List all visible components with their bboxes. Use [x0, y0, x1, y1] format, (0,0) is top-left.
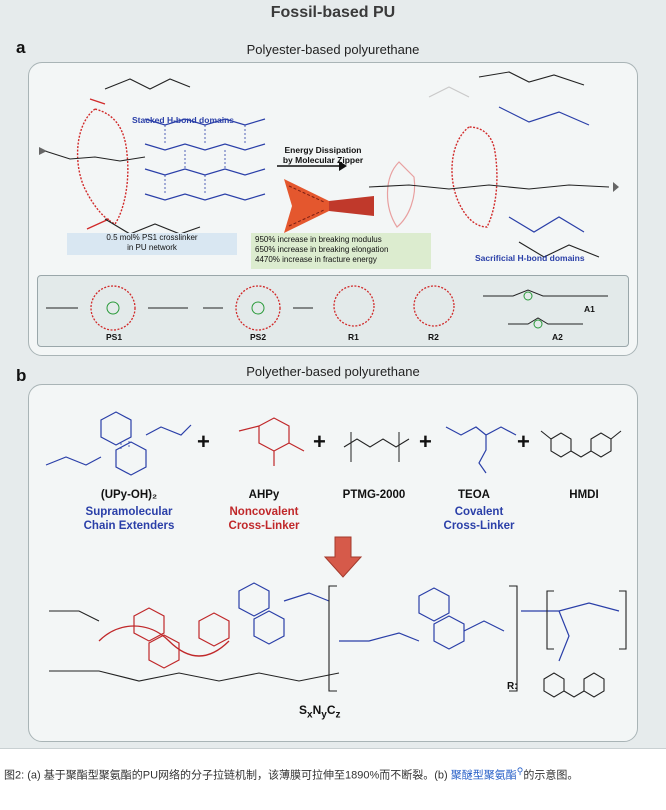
crosslinker-note: 0.5 mol% PS1 crosslinker in PU network: [67, 233, 237, 255]
stacked-hbond-label: Stacked H-bond domains: [132, 115, 235, 125]
panel-b-letter: b: [16, 366, 27, 385]
zipper-arrow: [277, 161, 347, 171]
zipper-left-structure: [39, 78, 266, 235]
panel-a-letter: a: [16, 38, 26, 57]
plus-sign: +: [313, 429, 326, 454]
molecule-a2: A2: [552, 332, 563, 342]
component-name: HMDI: [569, 489, 599, 501]
panel-b-box: + + + + (UPy-OH)₂ Supramolecular Chain E…: [28, 384, 638, 742]
plus-sign: +: [197, 429, 210, 454]
product-network-structure: [49, 582, 627, 698]
component-role: Supramolecular Chain Extenders: [83, 506, 175, 532]
molecule-r1: R1: [348, 332, 359, 342]
increase-line: 650% increase in breaking elongation: [255, 245, 389, 254]
component-name: AHPy: [248, 489, 280, 501]
zipper-right-structure: [368, 71, 619, 258]
molecule-a1: A1: [584, 304, 595, 314]
ahpy-structure: [238, 417, 305, 466]
reaction-down-arrow: [323, 536, 363, 578]
caption-text: 图2: (a) 基于聚酯型聚氨酯的PU网络的分子拉链机制，该薄膜可拉伸至1890…: [4, 769, 451, 782]
molecule-legend-box: PS1 PS2 R1 R2 A1 A2: [37, 275, 629, 347]
component-name: TEOA: [458, 489, 490, 501]
caption-link[interactable]: 聚醚型聚氨酯: [450, 769, 517, 782]
molecules-drawing: [46, 285, 608, 331]
increase-note: 950% increase in breaking modulus 650% i…: [251, 233, 431, 269]
panel-b-subtitle: Polyether-based polyurethane: [246, 364, 420, 379]
plus-sign: +: [419, 429, 432, 454]
upy-oh-structure: [45, 411, 192, 476]
teoa-structure: [445, 426, 517, 474]
plus-sign: +: [517, 429, 530, 454]
sacrificial-hbond-label: Sacrificial H-bond domains: [475, 253, 585, 263]
panel-a-subtitle: Polyester-based polyurethane: [246, 42, 420, 57]
figure-caption: 图2: (a) 基于聚酯型聚氨酯的PU网络的分子拉链机制，该薄膜可拉伸至1890…: [4, 760, 654, 787]
panel-a-box: Stacked H-bond domains Energy Dissipatio…: [28, 62, 638, 356]
figure-panel: Fossil-based PU a Polyester-based polyur…: [0, 0, 666, 749]
product-formula: SxNyCz: [299, 703, 341, 721]
molecule-ps1: PS1: [106, 332, 123, 342]
r-group-label: R:: [507, 681, 518, 692]
component-role: Covalent Cross-Linker: [443, 506, 515, 532]
component-name: PTMG-2000: [342, 489, 406, 501]
caption-tail: 的示意图。: [523, 769, 579, 782]
zipper-icon: [284, 179, 374, 233]
molecule-ps2: PS2: [250, 332, 267, 342]
increase-line: 950% increase in breaking modulus: [255, 235, 382, 244]
component-role: Noncovalent Cross-Linker: [228, 506, 300, 532]
molecule-r2: R2: [428, 332, 439, 342]
increase-line: 4470% increase in fracture energy: [255, 255, 377, 264]
figure-title: Fossil-based PU: [270, 4, 396, 21]
hmdi-structure: [540, 430, 622, 458]
component-name: (UPy-OH)₂: [100, 489, 158, 501]
ptmg-structure: [343, 432, 410, 462]
energy-dissipation-label: Energy Dissipation by Molecular Zipper: [282, 145, 364, 165]
search-icon[interactable]: ⚲: [516, 766, 524, 776]
